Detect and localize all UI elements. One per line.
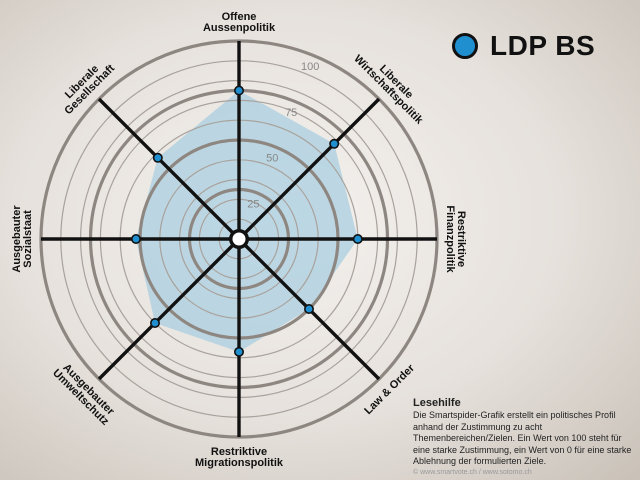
axis-label-line: Ausgebauter <box>11 205 23 273</box>
axis-spoke-1 <box>237 97 381 241</box>
reading-help: Lesehilfe Die Smartspider-Grafik erstell… <box>413 397 639 468</box>
legend-label: LDP BS <box>490 30 596 61</box>
tick-label-25: 25 <box>247 198 259 210</box>
axis-label-line: Sozialstaat <box>22 210 34 268</box>
axis-label-line: Offene <box>222 11 257 23</box>
legend-marker <box>452 33 478 59</box>
axis-label-line: Finanzpolitik <box>444 205 456 273</box>
reading-help-title: Lesehilfe <box>413 397 461 409</box>
data-point-1 <box>329 138 340 149</box>
data-points-group <box>131 85 363 357</box>
axis-label-line: Restriktive <box>455 211 467 267</box>
data-point-5 <box>150 317 161 328</box>
tick-labels-group: 25 50 75 100 <box>247 61 319 210</box>
data-point-7 <box>152 152 163 163</box>
data-point-2 <box>352 234 363 245</box>
data-point-0 <box>234 85 245 96</box>
copyright-footer: © www.smartvote.ch / www.sotomo.ch <box>413 469 532 476</box>
legend: LDP BS <box>452 30 595 62</box>
tick-label-50: 50 <box>266 153 278 165</box>
data-point-4 <box>234 346 245 357</box>
axis-label-line: Aussenpolitik <box>203 22 276 34</box>
tick-label-75: 75 <box>285 107 297 119</box>
axis-spoke-7 <box>97 97 241 241</box>
axis-spoke-5 <box>97 237 241 381</box>
axis-label-line: Restriktive <box>211 446 267 458</box>
tick-label-100: 100 <box>301 61 319 73</box>
data-point-3 <box>303 303 314 314</box>
data-point-6 <box>131 234 142 245</box>
reading-help-text: Die Smartspider-Grafik erstellt ein poli… <box>413 410 632 466</box>
center-hub-inner <box>232 232 246 246</box>
axis-label-line: Migrationspolitik <box>195 457 284 469</box>
